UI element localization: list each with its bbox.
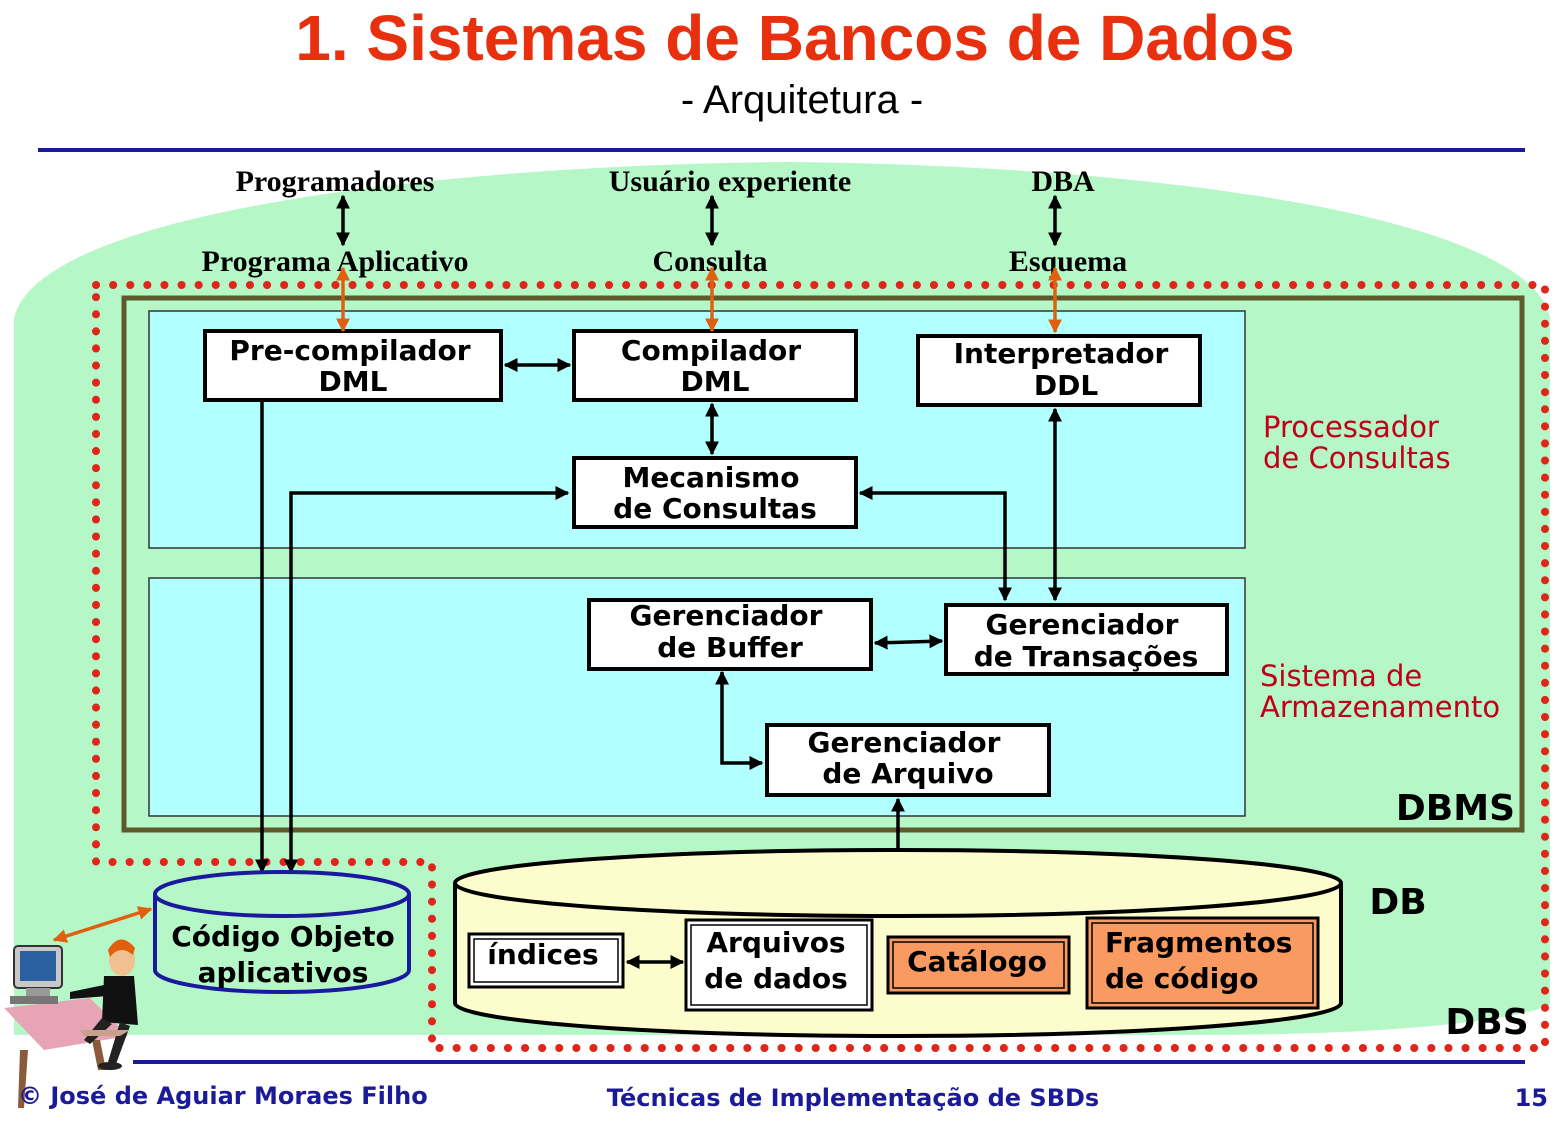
input-esquema: Esquema [1009,245,1127,278]
footer-page-number: 15 [1515,1084,1548,1112]
indices-box: índices [467,932,625,989]
input-consulta: Consulta [652,245,767,278]
arrow-codigo-mecanismo [284,486,570,874]
actor-programadores: Programadores [236,165,435,198]
svg-text:índices: índices [487,938,598,971]
dbs-label: DBS [1445,1002,1528,1043]
programmer-at-computer-icon [4,939,138,1108]
svg-text:Catálogo: Catálogo [907,945,1047,978]
layer-sistema-armazenamento: Sistema de Armazenamento [1260,659,1500,724]
arrow-mecanismo-transacoes [858,486,1012,602]
arrow-programmer-codigo [52,906,153,943]
dbs-dotted-border [92,281,1549,1052]
footer-course: Técnicas de Implementação de SBDs [607,1084,1099,1112]
arrow-buffer-transacoes [873,634,944,650]
db-label: DB [1369,882,1426,923]
catalogo-box: Catálogo [886,935,1071,995]
dbms-border [121,295,1525,833]
actor-dba: DBA [1031,165,1095,198]
dbms-label: DBMS [1396,788,1515,829]
layer-processador-consultas: Processador de Consultas [1263,410,1451,475]
arrow-buffer-arquivo [715,670,764,770]
footer-author: © José de Aguiar Moraes Filho [18,1082,428,1110]
page-subtitle: - Arquitetura - [681,78,923,122]
page-title: 1. Sistemas de Bancos de Dados [295,2,1295,74]
input-programa-aplicativo: Programa Aplicativo [202,245,469,278]
actor-usuario-experiente: Usuário experiente [609,165,851,198]
